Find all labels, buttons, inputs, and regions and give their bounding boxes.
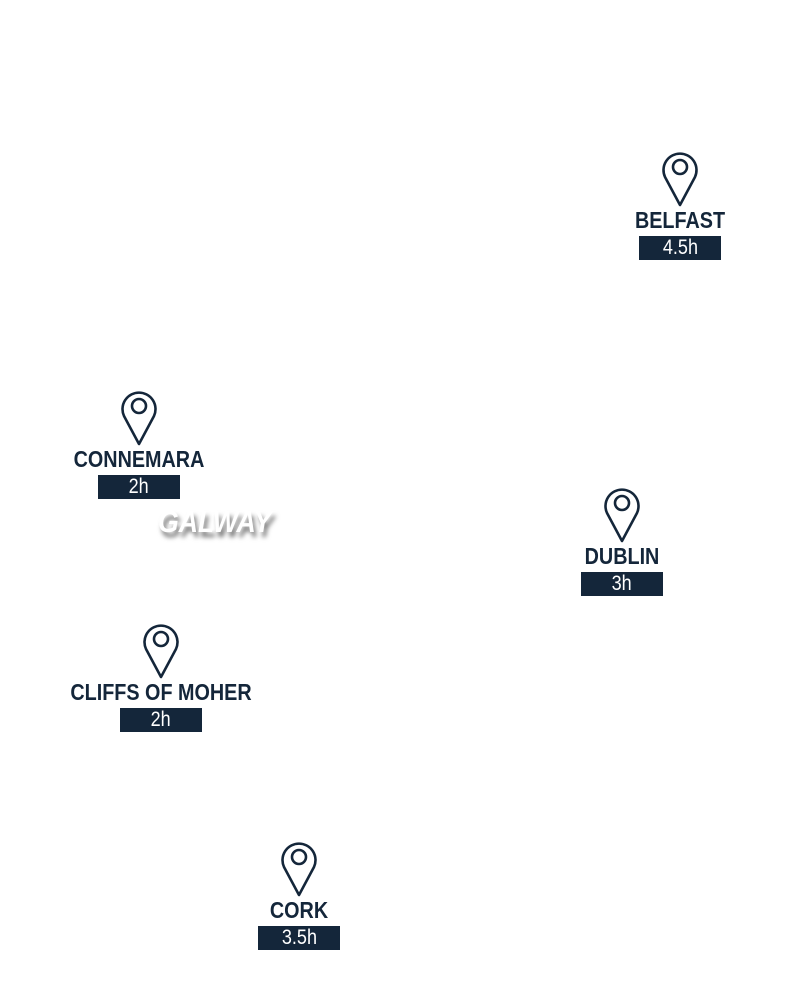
marker-dublin[interactable]: DUBLIN 3h xyxy=(502,486,742,596)
travel-time-badge: 3h xyxy=(581,572,663,596)
map-pin-icon xyxy=(143,624,179,679)
marker-name: CLIFFS OF MOHER xyxy=(70,679,252,705)
marker-cork[interactable]: CORK 3.5h xyxy=(179,840,419,950)
marker-name: CONNEMARA xyxy=(73,446,205,472)
map-pin-icon xyxy=(281,842,317,897)
travel-time-badge: 2h xyxy=(120,708,202,732)
travel-time-badge: 4.5h xyxy=(639,236,721,260)
marker-name: CORK xyxy=(269,897,329,923)
marker-name: BELFAST xyxy=(634,207,726,233)
marker-cliffs-of-moher[interactable]: CLIFFS OF MOHER 2h xyxy=(41,622,281,732)
map-pin-icon xyxy=(662,152,698,207)
marker-name: DUBLIN xyxy=(584,543,660,569)
map-pin-icon xyxy=(121,391,157,446)
travel-time-badge: 2h xyxy=(98,475,180,499)
travel-time-badge: 3.5h xyxy=(258,926,340,950)
marker-connemara[interactable]: CONNEMARA 2h xyxy=(19,389,259,499)
map-pin-icon xyxy=(604,488,640,543)
galway-city-label: GALWAY xyxy=(158,504,272,539)
marker-belfast[interactable]: BELFAST 4.5h xyxy=(560,150,786,260)
